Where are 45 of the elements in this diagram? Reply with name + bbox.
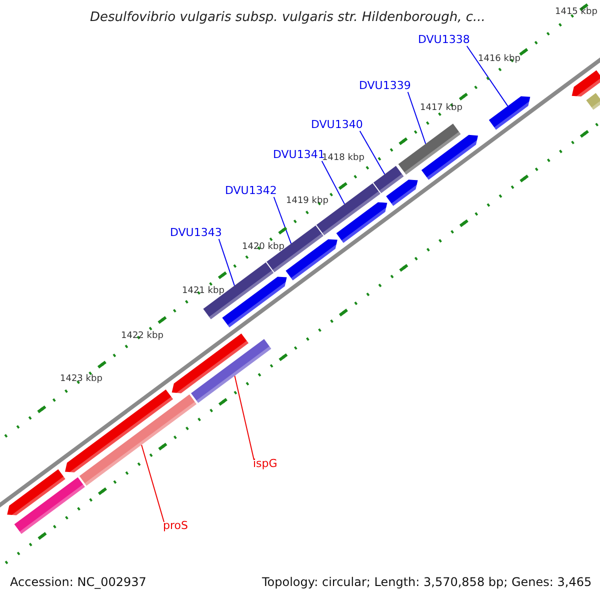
gene-feature (79, 394, 196, 486)
leader-line (359, 130, 386, 175)
gene-feature (286, 239, 338, 280)
gene-feature (7, 469, 66, 518)
gene-feature (386, 180, 418, 206)
gene-feature (65, 390, 173, 474)
scale-label: 1420 kbp (242, 242, 284, 252)
gene-label: ispG (253, 457, 278, 470)
leader-line (466, 46, 508, 107)
gene-feature (336, 202, 388, 243)
scale-label: 1423 kbp (60, 374, 102, 384)
leader-line (141, 444, 164, 522)
gene-label: DVU1339 (359, 79, 411, 92)
scale-label: 1418 kbp (322, 153, 364, 163)
gene-feature (172, 334, 248, 396)
gene-label: DVU1338 (418, 33, 470, 46)
scale-label: 1416 kbp (478, 54, 520, 64)
gene-feature (421, 134, 479, 180)
gene-feature (14, 477, 85, 534)
gene-feature (373, 166, 404, 194)
footer-text: Topology: circular; Length: 3,570,858 bp; Genes: 3,465 (262, 575, 592, 589)
gene-label: proS (163, 519, 188, 532)
gene-label: DVU1340 (311, 118, 363, 131)
scale-label: 1417 kbp (420, 103, 462, 113)
gene-label: DVU1342 (225, 184, 277, 197)
gene-feature (488, 96, 531, 130)
gene-label: DVU1343 (170, 226, 222, 239)
leader-line (407, 92, 426, 144)
scale-label: 1421 kbp (182, 286, 224, 296)
gene-feature (191, 339, 272, 403)
leader-line (234, 375, 254, 460)
gene-feature (266, 226, 324, 272)
title: Desulfovibrio vulgaris subsp. vulgaris str. Hildenborough, c... (90, 10, 486, 25)
gene-feature (398, 124, 461, 175)
scale-label: 1419 kbp (286, 196, 328, 206)
gene-feature (222, 276, 288, 328)
leader-line (218, 238, 235, 286)
gene-feature (572, 70, 600, 99)
footer-text: Accession: NC_002937 (10, 575, 146, 589)
leader-line (273, 196, 292, 244)
gene-feature (203, 262, 274, 320)
gene-feature (586, 93, 600, 110)
scale-label: 1415 kbp (555, 7, 598, 17)
scale-label: 1422 kbp (121, 331, 164, 341)
leader-line (321, 160, 346, 205)
